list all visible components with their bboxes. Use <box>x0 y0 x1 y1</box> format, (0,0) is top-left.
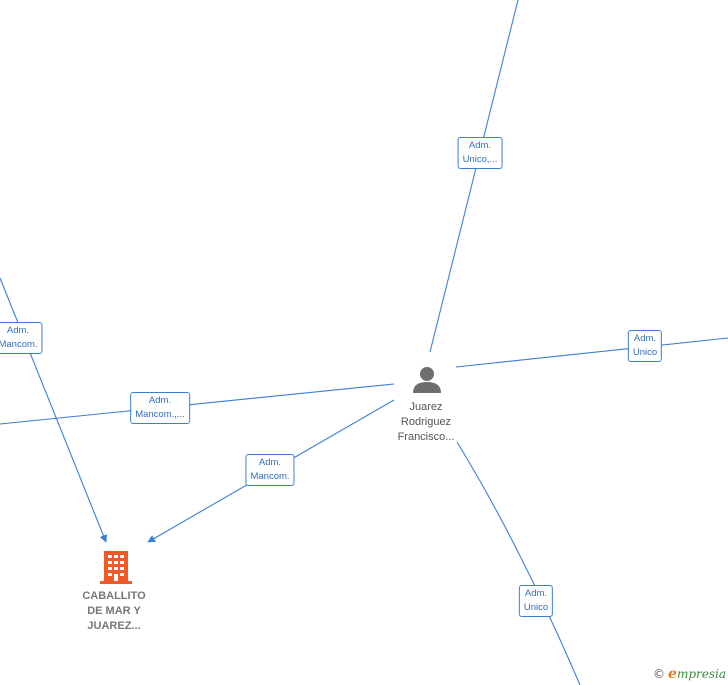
edge-line-bottom <box>456 441 581 685</box>
company-name-line: JUAREZ... <box>87 620 141 632</box>
brand-name: mpresia <box>676 667 726 681</box>
copyright-symbol: © <box>653 667 666 681</box>
edge-label-line: Adm. <box>258 457 282 468</box>
brand-logo: ©empresia <box>653 666 726 682</box>
edge-label-line: Mancom. <box>0 339 38 350</box>
edge-line-left-top <box>0 277 107 543</box>
person-name-line: Juarez <box>409 401 443 413</box>
edge-line-top <box>429 0 519 353</box>
person-name-line: Rodriguez <box>400 416 452 428</box>
company-name-line: CABALLITO <box>82 590 146 602</box>
edge-label-line: Mancom.,... <box>135 409 185 420</box>
edge-label-person-company[interactable]: Adm. Mancom. <box>245 454 295 486</box>
edge-label-line: Unico <box>632 347 658 358</box>
edge-label-line: Adm. <box>633 333 657 344</box>
edge-label-line: Adm. <box>524 588 548 599</box>
edge-label-left-top[interactable]: Adm. Mancom. <box>0 322 43 354</box>
edge-label-left[interactable]: Adm. Mancom.,... <box>130 392 190 424</box>
edge-line-left <box>0 383 395 425</box>
company-node-label[interactable]: CABALLITO DE MAR Y JUAREZ... <box>68 589 160 634</box>
edge-label-bottom[interactable]: Adm. Unico <box>518 585 554 617</box>
edge-label-line: Adm. <box>148 395 172 406</box>
edge-line-right <box>455 337 728 368</box>
company-name-line: DE MAR Y <box>87 605 141 617</box>
person-name-line: Francisco... <box>397 431 455 443</box>
edge-label-top[interactable]: Adm. Unico,... <box>457 137 503 169</box>
edge-label-line: Mancom. <box>250 471 290 482</box>
brand-initial: e <box>668 666 677 682</box>
building-icon[interactable] <box>100 551 132 584</box>
edge-label-line: Adm. <box>468 140 492 151</box>
edge-label-line: Unico <box>523 602 549 613</box>
person-icon[interactable] <box>413 367 441 393</box>
edge-label-line: Adm. <box>6 325 30 336</box>
person-node-label[interactable]: Juarez Rodriguez Francisco... <box>390 400 462 445</box>
edge-label-right[interactable]: Adm. Unico <box>627 330 663 362</box>
edge-label-line: Unico,... <box>462 154 498 165</box>
